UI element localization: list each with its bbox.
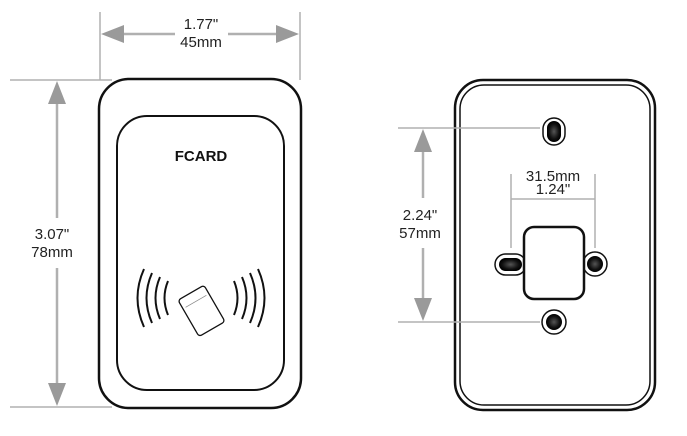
rfid-waves-icon — [136, 268, 266, 337]
arrow-up-icon — [414, 129, 432, 152]
front-inner-panel — [116, 115, 285, 391]
right-mounting-hole — [582, 251, 608, 277]
arrow-left-icon — [101, 25, 124, 43]
arrow-down-icon — [414, 298, 432, 321]
height-mm-label: 78mm — [31, 244, 73, 261]
horizontal-spacing-inch-label: 1.24" — [536, 181, 571, 198]
vertical-spacing-inch-label: 2.24" — [403, 207, 438, 224]
arrow-up-icon — [48, 81, 66, 104]
bottom-mounting-hole — [541, 309, 567, 335]
back-view: 2.24" 57mm 31.5mm 1.24" — [398, 78, 657, 412]
width-mm-label: 45mm — [180, 34, 222, 51]
back-inner-outline — [459, 84, 651, 406]
height-inch-label: 3.07" — [35, 226, 70, 243]
width-inch-label: 1.77" — [184, 16, 219, 33]
hole-spacing-horizontal: 31.5mm 1.24" — [510, 168, 596, 248]
arrow-down-icon — [48, 383, 66, 406]
height-dimension: 3.07" 78mm — [10, 79, 112, 408]
top-mounting-slot — [542, 117, 566, 146]
card-icon — [178, 285, 225, 337]
vertical-spacing-mm-label: 57mm — [399, 225, 441, 242]
arrow-right-icon — [276, 25, 299, 43]
front-view: 1.77" 45mm 3.07" 78mm FCARD — [10, 12, 303, 410]
horizontal-spacing-mm-label: 31.5mm — [526, 168, 580, 185]
width-dimension: 1.77" 45mm — [99, 12, 301, 80]
brand-label: FCARD — [175, 148, 228, 165]
hole-spacing-vertical: 2.24" 57mm — [398, 127, 540, 323]
left-mounting-slot — [494, 253, 527, 276]
cable-opening — [522, 225, 586, 301]
